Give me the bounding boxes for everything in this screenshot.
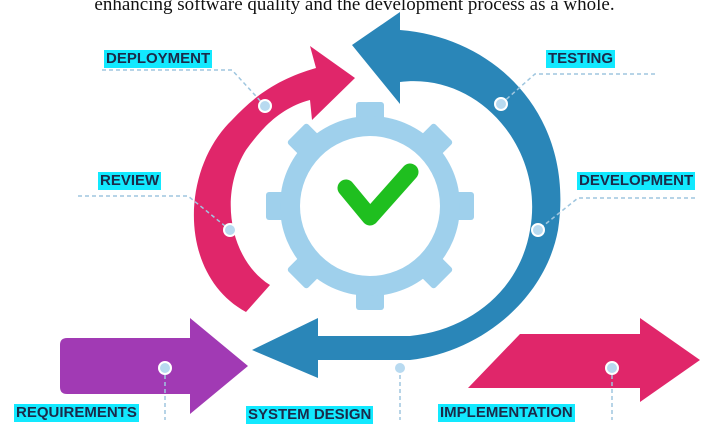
pink-cycle-arrow bbox=[193, 46, 355, 312]
label-development: DEVELOPMENT bbox=[577, 172, 696, 190]
label-review: REVIEW bbox=[98, 172, 162, 190]
label-testing: TESTING bbox=[546, 50, 616, 68]
purple-input-arrow bbox=[60, 318, 248, 414]
caption-text: enhancing software quality and the devel… bbox=[94, 0, 615, 15]
label-implementation: IMPLEMENTATION bbox=[438, 404, 575, 422]
testing-dot bbox=[494, 97, 508, 111]
review-dot bbox=[223, 223, 237, 237]
development-dot bbox=[531, 223, 545, 237]
leader-lines bbox=[78, 69, 695, 420]
label-requirements: REQUIREMENTS bbox=[14, 404, 139, 422]
label-system-design: SYSTEM DESIGN bbox=[246, 406, 374, 424]
blue-cycle-arrow bbox=[252, 12, 561, 378]
system-design-dot bbox=[393, 361, 407, 375]
pink-output-arrow bbox=[468, 318, 700, 402]
label-deployment: DEPLOYMENT bbox=[104, 50, 213, 68]
check-icon bbox=[337, 163, 419, 226]
implementation-dot bbox=[605, 361, 619, 375]
deployment-dot bbox=[258, 99, 272, 113]
requirements-dot bbox=[158, 361, 172, 375]
